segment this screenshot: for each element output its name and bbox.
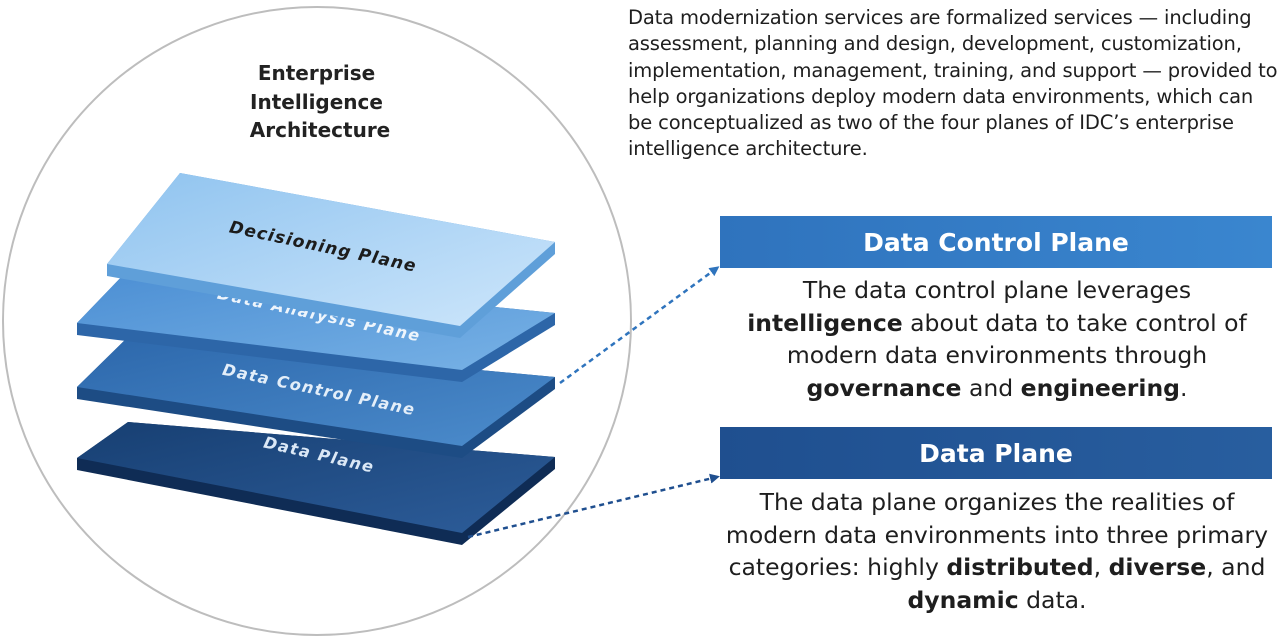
body-text: The data plane organizes the realities o… bbox=[725, 488, 1269, 581]
body-text: and bbox=[961, 373, 1021, 402]
body-text: , bbox=[1093, 553, 1109, 581]
circle-title-line-1: Enterprise bbox=[258, 61, 375, 85]
plane-decisioning: Decisioning Plane bbox=[107, 173, 555, 338]
emphasis-text: diverse bbox=[1108, 553, 1207, 581]
control-plane-description: The data control plane leverages intelli… bbox=[722, 274, 1272, 404]
data-plane-description: The data plane organizes the realities o… bbox=[722, 486, 1272, 616]
circle-title-line-2: Intelligence bbox=[250, 90, 383, 114]
circle-title: Enterprise Intelligence Architecture bbox=[250, 61, 391, 142]
control-plane-title: Data Control Plane bbox=[863, 227, 1129, 257]
control-plane-connector-arrow bbox=[559, 266, 720, 385]
emphasis-text: governance bbox=[806, 373, 962, 402]
enterprise-circle bbox=[2, 6, 632, 636]
body-text: . bbox=[1180, 373, 1188, 402]
body-text: about data to take control of modern dat… bbox=[786, 308, 1247, 370]
body-text: The data control plane leverages bbox=[802, 276, 1192, 304]
emphasis-text: distributed bbox=[946, 553, 1094, 581]
data-plane-title: Data Plane bbox=[919, 438, 1073, 468]
circle-title-line-3: Architecture bbox=[250, 118, 391, 142]
emphasis-text: dynamic bbox=[907, 585, 1019, 614]
data-plane-header: Data Plane bbox=[720, 427, 1272, 479]
control-plane-header: Data Control Plane bbox=[720, 216, 1272, 268]
emphasis-text: intelligence bbox=[747, 308, 903, 337]
body-text: , and bbox=[1206, 553, 1266, 581]
data-plane-connector-arrow bbox=[467, 473, 720, 539]
body-text: data. bbox=[1018, 585, 1087, 614]
intro-paragraph: Data modernization services are formaliz… bbox=[628, 6, 1278, 161]
emphasis-text: engineering bbox=[1020, 373, 1181, 402]
